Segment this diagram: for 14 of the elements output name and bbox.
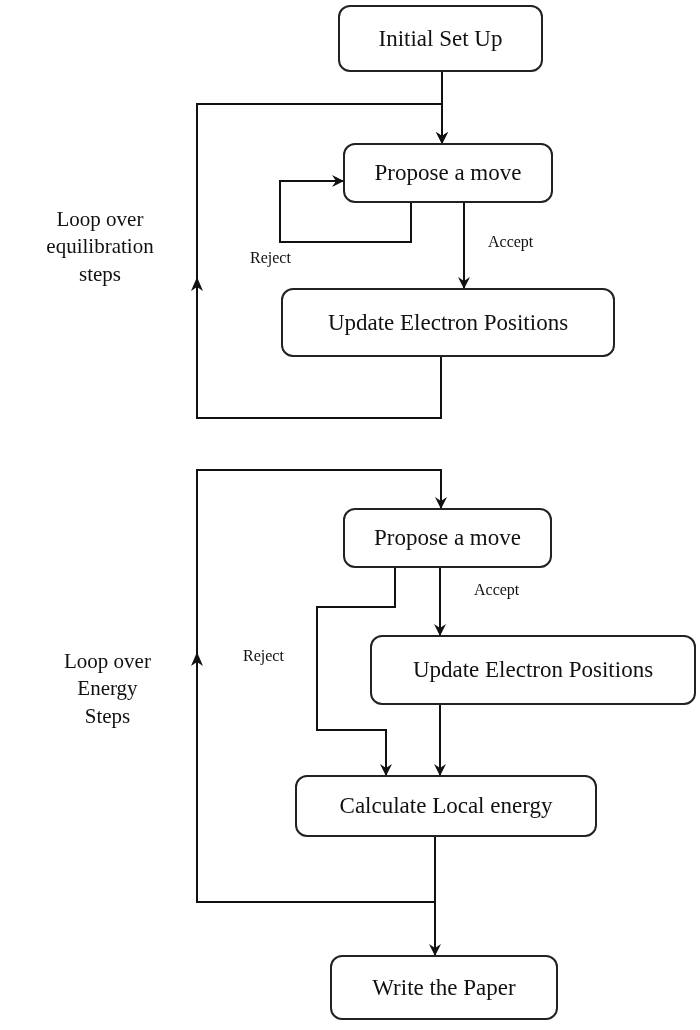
process-box <box>343 143 553 203</box>
process-box <box>330 955 558 1020</box>
box-label: Write the Paper <box>372 974 516 1001</box>
process-box <box>281 288 615 357</box>
process-box <box>295 775 597 837</box>
process-box <box>343 508 552 568</box>
box-label: Update Electron Positions <box>412 657 654 683</box>
box-label: Calculate Local energy <box>339 793 553 819</box>
box-label: Propose a move <box>374 160 522 186</box>
process-box <box>370 635 696 705</box>
box-label: Initial Set Up <box>378 25 503 52</box>
process-box <box>338 5 543 72</box>
box-label: Propose a move <box>374 525 521 551</box>
box-label: Update Electron Positions <box>327 309 569 336</box>
